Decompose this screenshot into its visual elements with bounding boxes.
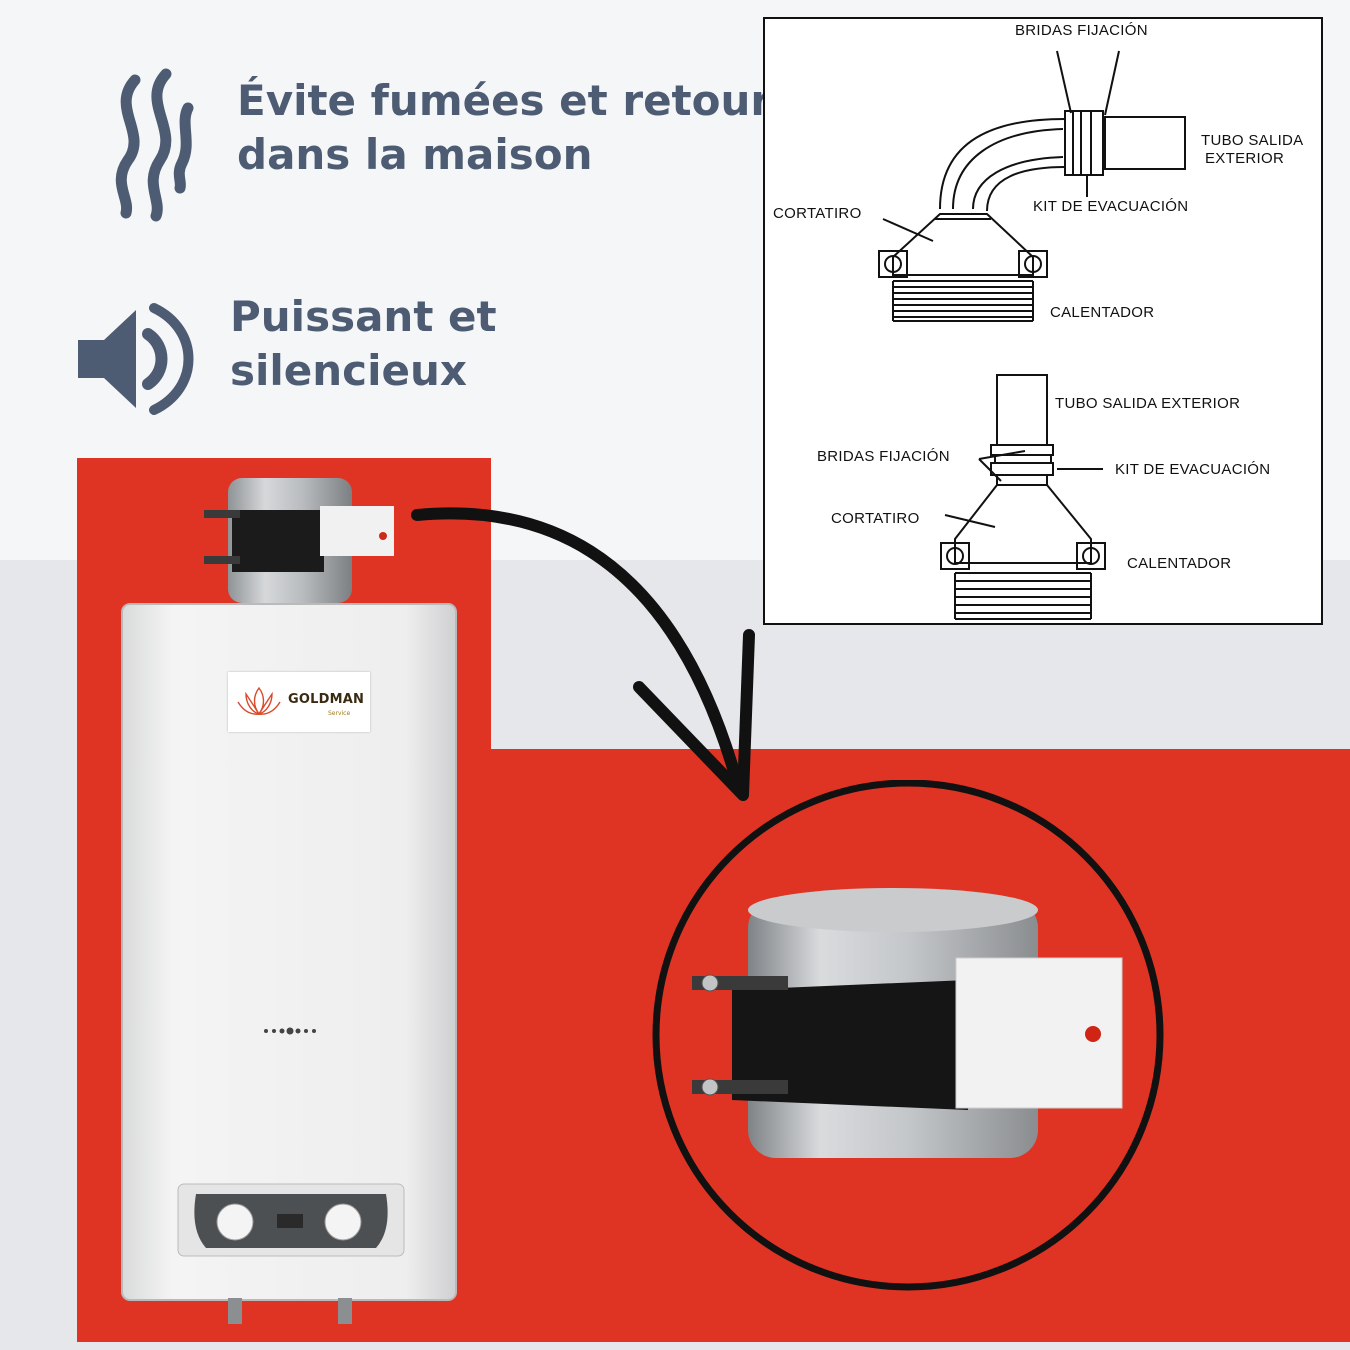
installation-diagram: BRIDAS FIJACIÓN TUBO SALIDA EXTERIOR COR… [763, 17, 1323, 625]
label-tubo-bottom: TUBO SALIDA EXTERIOR [1055, 395, 1240, 412]
label-tubo-top-1: TUBO SALIDA [1201, 132, 1304, 149]
zoomed-flue-kit [652, 780, 1164, 1291]
curved-arrow-icon [411, 507, 755, 801]
label-tubo-top-2: EXTERIOR [1205, 150, 1284, 167]
diagram-drawing: BRIDAS FIJACIÓN TUBO SALIDA EXTERIOR COR… [773, 22, 1304, 620]
feature-smoke-line-2: dans la maison [237, 130, 593, 179]
feature-sound-text: Puissant et silencieux [230, 290, 497, 398]
water-heater-image [121, 478, 457, 1324]
label-bridas-top: BRIDAS FIJACIÓN [1015, 22, 1148, 39]
lotus-logo-icon [237, 686, 281, 716]
feature-smoke-text: Évite fumées et retours dans la maison [237, 74, 796, 182]
feature-sound-line-1: Puissant et [230, 292, 497, 341]
label-bridas-bottom: BRIDAS FIJACIÓN [817, 448, 950, 465]
label-cortatiro-bottom: CORTATIRO [831, 510, 920, 527]
label-calentador-top: CALENTADOR [1050, 304, 1154, 321]
smoke-icon [115, 68, 194, 222]
label-kit-top: KIT DE EVACUACIÓN [1033, 198, 1188, 215]
label-calentador-bottom: CALENTADOR [1127, 555, 1231, 572]
brand-logo-card: GOLDMAN Service [228, 672, 370, 732]
brand-name: GOLDMAN [288, 692, 365, 707]
feature-sound-line-2: silencieux [230, 346, 467, 395]
feature-smoke-line-1: Évite fumées et retours [237, 76, 797, 125]
label-cortatiro-top: CORTATIRO [773, 205, 862, 222]
brand-subtitle: Service [328, 710, 351, 717]
label-kit-bottom: KIT DE EVACUACIÓN [1115, 461, 1270, 478]
speaker-icon [78, 303, 194, 415]
